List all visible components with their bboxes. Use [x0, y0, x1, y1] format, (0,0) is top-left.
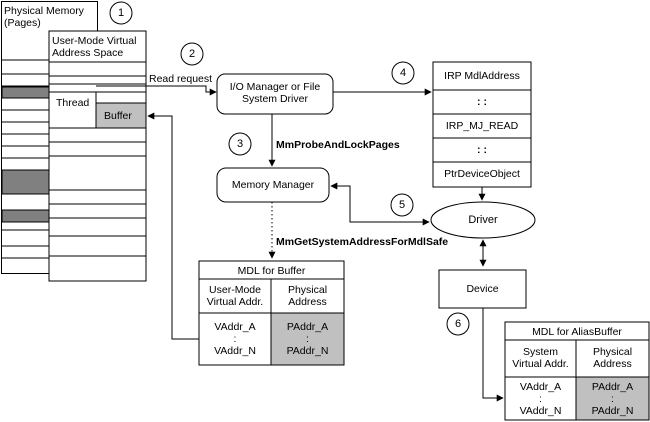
step-circle-4: [391, 61, 415, 85]
irp-row-irp-mj-read: IRP_MJ_READ: [445, 120, 519, 132]
step-number-2: 2: [188, 48, 196, 60]
mdl-alias-vaddr-first: VAddr_A: [519, 381, 562, 393]
mdl-buffer-col2-line1: Physical: [287, 284, 328, 296]
mdl-alias-vaddr-last: VAddr_N: [519, 405, 562, 417]
physical-memory-label-line2: (Pages): [4, 17, 41, 29]
user-mode-space-column: [48, 30, 147, 282]
mdl-alias-col2-line1: Physical: [592, 346, 633, 358]
mdl-alias-col2-line2: Address: [593, 358, 632, 370]
read-request-arrow: [96, 85, 217, 96]
memory-manager-label: Memory Manager: [231, 179, 315, 191]
step-circle-2: [180, 42, 204, 66]
mdl-alias-paddr-colon: :: [611, 393, 614, 405]
mdl-buffer-title: MDL for Buffer: [237, 265, 306, 277]
mm-getsystemaddress-label: MmGetSystemAddressForMdlSafe: [276, 236, 449, 248]
buffer-label: Buffer: [104, 110, 132, 122]
driver-memory-manager-arrow: [330, 182, 430, 226]
step-number-5: 5: [398, 199, 406, 211]
mdl-buffer-physical-shaded: [270, 312, 345, 366]
step-number-3: 3: [236, 138, 244, 150]
io-manager-label-line1: I/O Manager or File: [229, 81, 321, 93]
io-manager-box: [216, 73, 334, 115]
irp-row-ptrdeviceobject: PtrDeviceObject: [444, 168, 520, 180]
mdl-alias-vaddr-colon: :: [539, 393, 542, 405]
step-circle-6: [446, 312, 470, 336]
mdl-alias-paddr-first: PAddr_A: [591, 381, 634, 393]
irp-box: [432, 61, 532, 188]
step-circle-1: [109, 1, 133, 25]
mdl-to-buffer-arrow: [147, 112, 199, 340]
io-manager-label-line2: System Driver: [242, 93, 308, 105]
mdl-alias-physical-shaded: [575, 376, 650, 421]
user-mode-space-label-line2: Address Space: [52, 47, 124, 59]
irp-row-ellipsis-2: : :: [477, 144, 487, 156]
buffer-cell: [95, 102, 147, 129]
mdl-alias-col1-line2: Virtual Addr.: [512, 358, 569, 370]
physical-page-shaded-2: [1, 169, 50, 195]
read-request-label: Read request: [149, 73, 213, 85]
user-mode-space-label-line1: User-Mode Virtual: [52, 35, 137, 47]
mdl-buffer-paddr-first: PAddr_A: [286, 321, 329, 333]
mm-probe-label: MmProbeAndLockPages: [276, 139, 400, 151]
irp-row-ellipsis-1: : :: [477, 96, 487, 108]
physical-page-shaded-3: [1, 209, 50, 223]
step-number-4: 4: [399, 67, 407, 79]
thread-label: Thread: [56, 97, 90, 109]
mdl-buffer-vaddr-colon: :: [233, 333, 237, 345]
irp-row-mdladdress: IRP MdlAddress: [444, 70, 520, 82]
memory-manager-box: [216, 167, 330, 203]
step-circle-5: [390, 193, 414, 217]
mdl-alias-col1-line1: System: [522, 346, 558, 358]
device-label: Device: [466, 283, 499, 295]
mdl-buffer-col1-line1: User-Mode: [209, 284, 261, 296]
device-to-alias-mdl-arrow: [482, 308, 504, 402]
mdl-buffer-col2-line2: Address: [288, 296, 327, 308]
mdl-buffer-paddr-last: PAddr_N: [286, 345, 329, 357]
mdl-alias-paddr-last: PAddr_N: [591, 405, 634, 417]
mdl-alias-title: MDL for AliasBuffer: [532, 326, 622, 338]
step-number-1: 1: [117, 7, 125, 19]
device-box: [438, 269, 527, 309]
step-number-6: 6: [454, 318, 462, 330]
mdl-buffer-vaddr-last: VAddr_N: [214, 345, 256, 357]
driver-label: Driver: [468, 214, 498, 226]
physical-memory-label-line1: Physical Memory: [4, 5, 84, 17]
mdl-buffer-col1-line2: Virtual Addr.: [206, 296, 264, 308]
mdl-buffer-paddr-colon: :: [306, 333, 309, 345]
step-circle-3: [228, 132, 252, 156]
physical-page-shaded-1: [1, 86, 50, 99]
driver-ellipse: [430, 201, 536, 239]
mdl-buffer-vaddr-first: VAddr_A: [214, 321, 256, 333]
